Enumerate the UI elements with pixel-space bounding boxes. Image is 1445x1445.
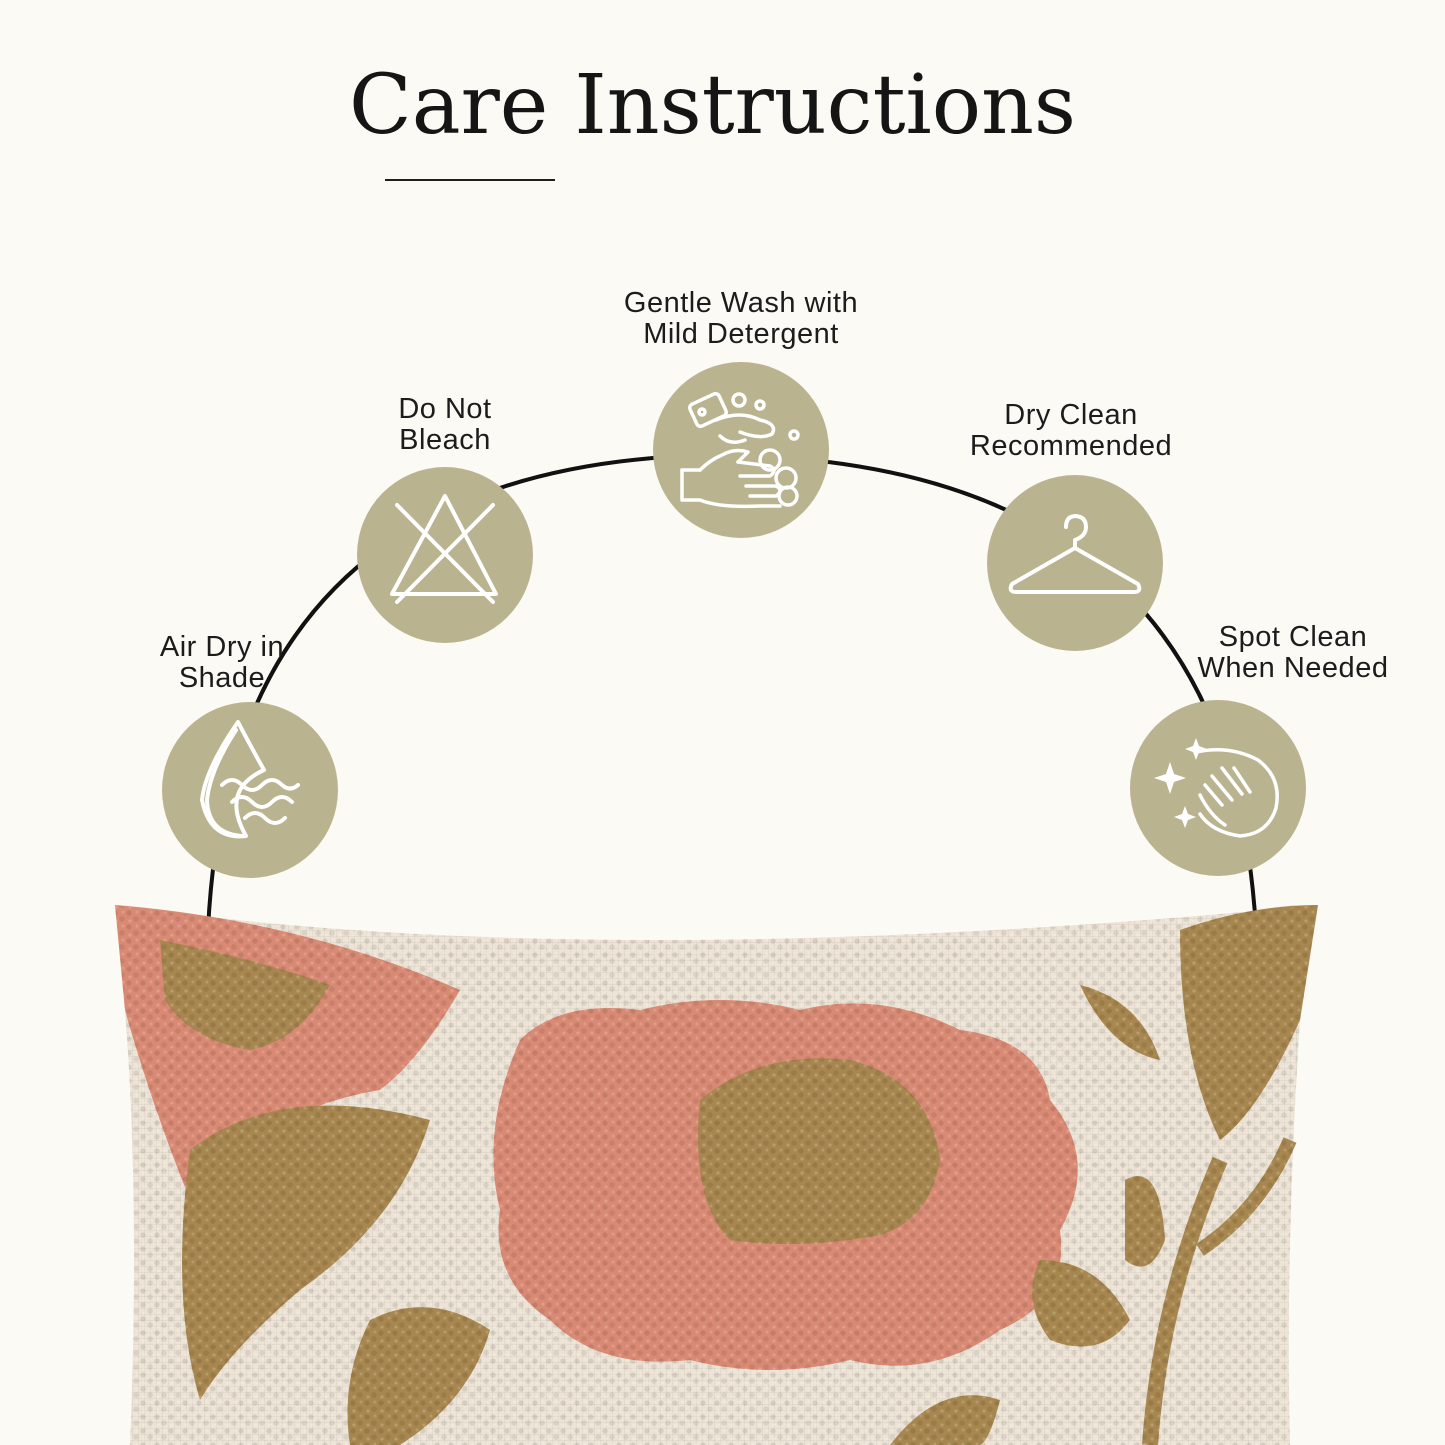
care-item-no-bleach bbox=[357, 467, 533, 643]
care-label-line: Shade bbox=[178, 662, 266, 694]
sparkle-icon bbox=[1154, 738, 1207, 828]
hanger-icon bbox=[1008, 514, 1142, 594]
care-item-dry-clean bbox=[987, 475, 1163, 651]
care-label-air-dry: Air Dry in Shade bbox=[122, 632, 322, 694]
care-label-line: Spot Clean bbox=[1218, 621, 1368, 653]
care-item-gentle-wash bbox=[653, 362, 829, 538]
care-label-line: Air Dry in bbox=[159, 631, 285, 663]
care-label-line: Bleach bbox=[399, 424, 491, 456]
no-bleach-triangle-icon bbox=[390, 494, 498, 604]
care-label-spot-clean: Spot Clean When Needed bbox=[1168, 622, 1418, 684]
care-label-line: Recommended bbox=[969, 430, 1173, 462]
care-label-line: Dry Clean bbox=[1004, 399, 1138, 431]
care-label-line: Mild Detergent bbox=[643, 318, 839, 350]
care-label-line: Do Not bbox=[398, 393, 492, 425]
water-drop-waves-icon bbox=[200, 720, 300, 839]
care-item-spot-clean bbox=[1130, 700, 1306, 876]
care-label-dry-clean: Dry Clean Recommended bbox=[935, 400, 1207, 462]
pillow-image bbox=[115, 905, 1318, 1445]
care-item-air-dry bbox=[162, 702, 338, 878]
care-label-no-bleach: Do Not Bleach bbox=[345, 394, 545, 456]
page-title: Care Instructions bbox=[348, 58, 1077, 153]
title-underline bbox=[385, 179, 555, 181]
care-label-line: Gentle Wash with bbox=[623, 287, 859, 319]
spot-clean-hand-icon bbox=[1194, 748, 1279, 838]
care-label-line: When Needed bbox=[1197, 652, 1389, 684]
care-label-gentle-wash: Gentle Wash with Mild Detergent bbox=[590, 288, 892, 350]
hand-wash-icon bbox=[680, 391, 800, 509]
